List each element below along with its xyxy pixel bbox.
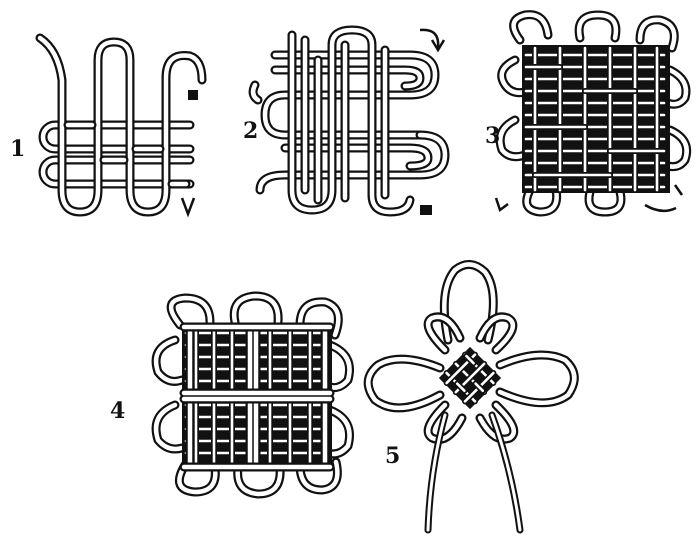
step-5-figure (368, 264, 574, 530)
step-1-figure (40, 38, 202, 214)
step-5-label: 5 (385, 445, 400, 467)
step-2-figure (253, 30, 445, 215)
step-4-figure (156, 296, 349, 494)
step-3-label: 3 (485, 125, 500, 147)
step-1-label: 1 (10, 138, 25, 160)
step-3-figure (496, 15, 687, 212)
step-2-label: 2 (243, 120, 258, 142)
step-4-label: 4 (110, 400, 125, 422)
